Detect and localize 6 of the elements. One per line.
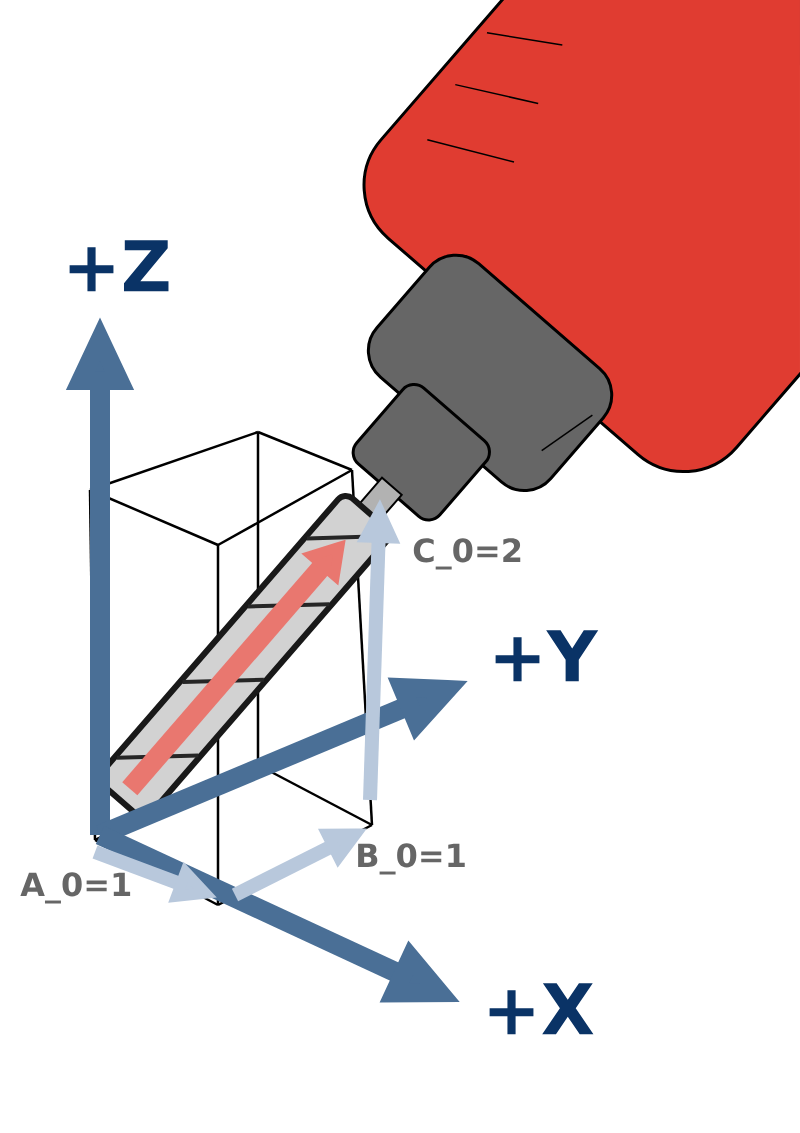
rotation-label: B_0=1 — [358, 843, 465, 875]
axis-label: +Y — [495, 630, 599, 682]
axis-label: +Z — [69, 240, 169, 292]
rotation-label: A_0=1 — [20, 872, 131, 904]
rotation-label: C_0=2 — [413, 538, 521, 570]
axis-label: +X — [489, 983, 594, 1035]
